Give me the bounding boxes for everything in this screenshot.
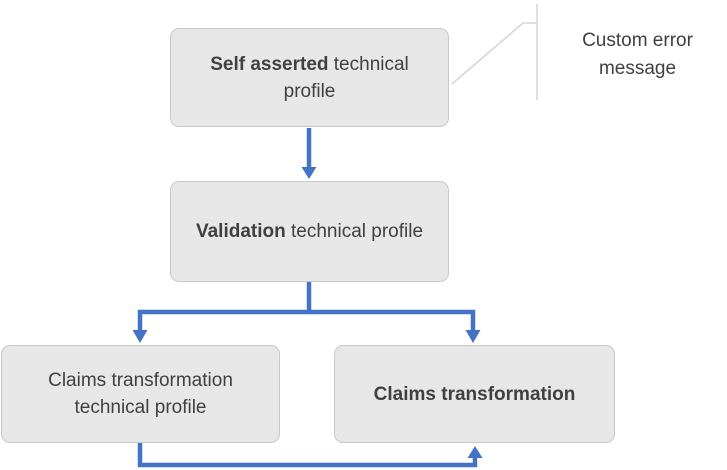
loop-line bbox=[137, 443, 478, 468]
callout-line bbox=[451, 4, 538, 100]
arrowhead-down-icon bbox=[132, 330, 148, 343]
connector-claims-loop bbox=[137, 443, 483, 468]
node-self-asserted-technical-profile: Self asserted technical profile bbox=[170, 28, 449, 127]
node-claims-transformation-technical-profile: Claims transformation technical profile bbox=[1, 345, 280, 443]
arrowhead-down-icon bbox=[465, 330, 481, 343]
node-validation-technical-profile: Validation technical profile bbox=[170, 181, 449, 282]
node-label: Claims transformation bbox=[374, 381, 576, 408]
node-label-bold: Validation bbox=[195, 221, 286, 242]
node-label-rest: Claims transformation technical profile bbox=[48, 370, 233, 418]
node-claims-transformation: Claims transformation bbox=[334, 345, 615, 443]
arrowhead-down-icon bbox=[301, 167, 317, 179]
node-label: Self asserted technical profile bbox=[187, 51, 432, 105]
connector-validation-to-children bbox=[132, 282, 481, 343]
arrowhead-up-icon bbox=[467, 446, 483, 458]
node-label-rest: technical profile bbox=[283, 53, 409, 102]
node-label: Validation technical profile bbox=[196, 218, 423, 245]
connector-self-asserted-to-validation bbox=[301, 128, 317, 179]
custom-error-message-label: Custom error message bbox=[582, 30, 693, 79]
branch-horizontal-line bbox=[137, 309, 476, 331]
node-label-bold: Self asserted bbox=[210, 53, 329, 75]
node-label-rest: technical profile bbox=[285, 221, 424, 242]
callout-diagonal-line bbox=[451, 22, 537, 85]
node-label: Claims transformation technical profile bbox=[18, 367, 263, 421]
node-label-bold: Claims transformation bbox=[373, 383, 576, 405]
